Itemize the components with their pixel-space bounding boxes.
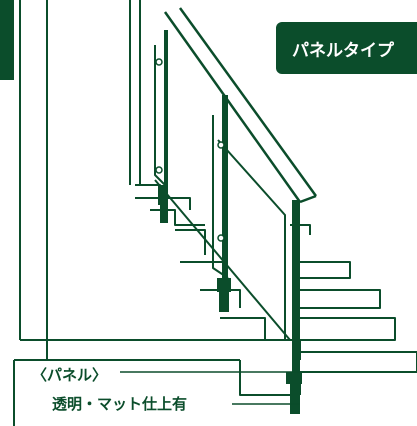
panel-callout-subtitle: 透明・マット仕上有 xyxy=(50,393,190,414)
type-badge-label: パネルタイプ xyxy=(292,40,394,61)
type-badge: パネルタイプ xyxy=(276,22,417,74)
panel-callout-title: 〈パネル〉 xyxy=(30,364,110,385)
side-tab xyxy=(0,0,14,80)
